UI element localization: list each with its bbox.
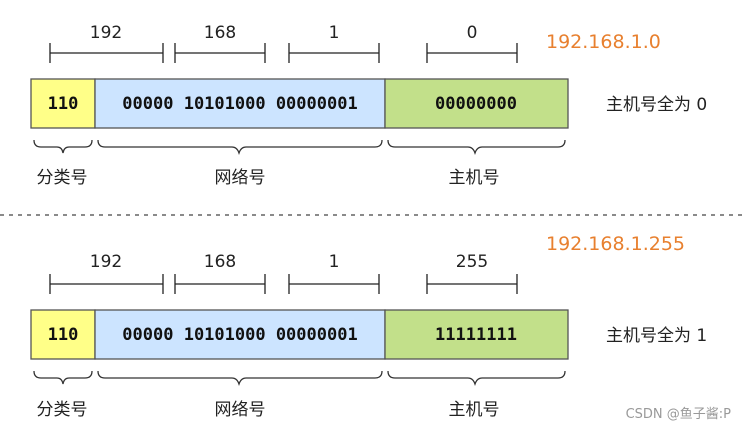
ip-address: 192.168.1.0	[546, 31, 661, 53]
octet-label-2: 168	[204, 252, 236, 272]
section-braces	[33, 139, 566, 156]
network-label: 网络号	[215, 168, 266, 188]
class-label: 分类号	[37, 168, 88, 188]
octet-label-3: 1	[329, 252, 340, 272]
class-bits: 110	[48, 94, 79, 114]
example-1: 192 168 1 0 192.168.1.0 110 00000 101010…	[30, 23, 707, 188]
octet-label-2: 168	[204, 23, 236, 43]
host-label: 主机号	[449, 168, 500, 188]
host-note: 主机号全为 1	[606, 326, 707, 346]
octet-label-1: 192	[90, 252, 122, 272]
octet-label-4: 255	[456, 252, 488, 272]
host-bits: 11111111	[435, 325, 517, 345]
watermark: CSDN @鱼子酱:P	[626, 406, 732, 422]
host-label: 主机号	[449, 400, 500, 420]
example-2: 192 168 1 255 192.168.1.255 110 00000 10…	[30, 233, 707, 420]
network-label: 网络号	[215, 400, 266, 420]
bit-bar: 110 00000 10101000 00000001 11111111	[30, 309, 569, 360]
class-bits: 110	[48, 325, 79, 345]
network-bits-cell	[94, 309, 386, 360]
octet-label-3: 1	[329, 23, 340, 43]
octet-label-4: 0	[467, 23, 478, 43]
class-bits-cell	[30, 78, 96, 129]
bit-bar: 110 00000 10101000 00000001 00000000	[30, 78, 569, 129]
ip-address: 192.168.1.255	[546, 233, 685, 255]
class-label: 分类号	[37, 400, 88, 420]
network-bits: 00000 10101000 00000001	[122, 94, 357, 114]
host-bits-cell	[384, 309, 569, 360]
network-bits: 00000 10101000 00000001	[122, 325, 357, 345]
section-braces	[33, 370, 566, 387]
octet-span-markers	[49, 43, 518, 63]
octet-span-markers	[49, 274, 518, 294]
octet-label-1: 192	[90, 23, 122, 43]
network-bits-cell	[94, 78, 386, 129]
host-bits-cell	[384, 78, 569, 129]
host-bits: 00000000	[435, 94, 517, 114]
host-note: 主机号全为 0	[606, 95, 707, 115]
class-bits-cell	[30, 309, 96, 360]
